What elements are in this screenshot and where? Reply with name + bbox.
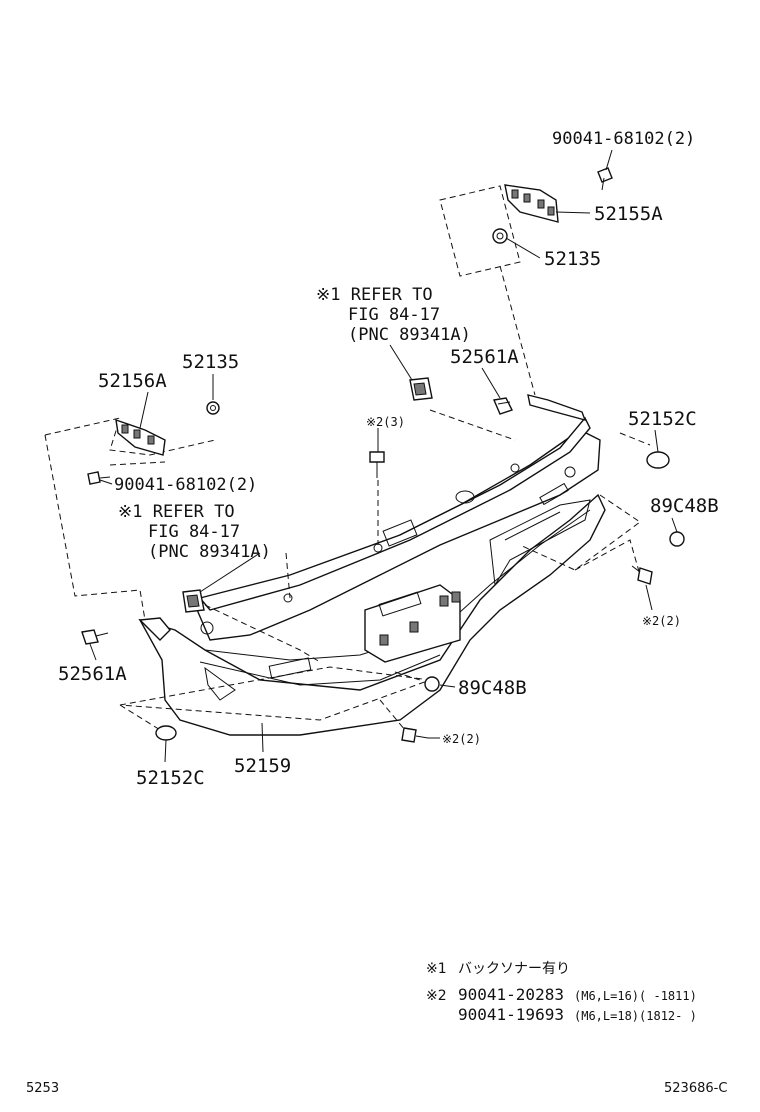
label-bracket-left: 52156A bbox=[98, 370, 167, 392]
label-ref-center-2: FIG 84-17 bbox=[348, 305, 440, 325]
footnotes: ※1 バックソナー有り ※2 90041-20283 (M6,L=16)( -1… bbox=[426, 961, 697, 1024]
label-bolt-top: 90041-68102(2) bbox=[552, 129, 695, 149]
nut-right-icon bbox=[492, 228, 508, 244]
label-cover: 52159 bbox=[234, 755, 291, 777]
label-nut-side-right: 89C48B bbox=[650, 495, 719, 517]
label-clip-right: 52561A bbox=[450, 346, 519, 368]
note2-pn1: 90041-20283 bbox=[458, 985, 564, 1004]
note2-spec1: (M6,L=16)( -1811) bbox=[574, 989, 697, 1003]
label-clip-left: 52561A bbox=[58, 663, 127, 685]
nut-left-icon bbox=[206, 401, 220, 415]
label-ref-left-1: ※1 REFER TO bbox=[118, 502, 235, 522]
label-nut-bottom: 89C48B bbox=[458, 677, 527, 699]
bumper-cover bbox=[138, 394, 606, 736]
bolt-top-icon bbox=[597, 167, 613, 191]
note1-mark: ※1 bbox=[426, 961, 447, 977]
screw-center-icon bbox=[369, 451, 385, 478]
note1-text: バックソナー有り bbox=[458, 961, 570, 977]
label-cap-left: 52152C bbox=[136, 767, 205, 789]
label-bracket-right: 52155A bbox=[594, 203, 663, 225]
clip-left-icon bbox=[81, 629, 109, 645]
figure-code: 523686-C bbox=[664, 1081, 727, 1096]
screw-side-right-icon bbox=[631, 565, 653, 585]
label-screw-center: ※2(3) bbox=[366, 415, 405, 429]
nut-side-right-icon bbox=[669, 531, 685, 547]
clip-right-icon bbox=[493, 397, 513, 415]
leader-lines bbox=[89, 149, 678, 763]
note2-pn2: 90041-19693 bbox=[458, 1005, 564, 1024]
label-bolt-left: 90041-68102(2) bbox=[114, 475, 257, 495]
sonar-mount-left-icon bbox=[182, 589, 205, 613]
label-screw-bottom: ※2(2) bbox=[442, 732, 481, 746]
label-screw-side-right: ※2(2) bbox=[642, 614, 681, 628]
note2-mark: ※2 bbox=[426, 988, 447, 1004]
bolt-left-icon bbox=[87, 471, 111, 485]
label-ref-left-2: FIG 84-17 bbox=[148, 522, 240, 542]
note2-spec2: (M6,L=18)(1812- ) bbox=[574, 1009, 697, 1023]
label-ref-center-3: (PNC 89341A) bbox=[348, 325, 471, 345]
dashed-guides bbox=[44, 185, 651, 734]
bracket-left-icon bbox=[115, 418, 166, 456]
label-ref-left-3: (PNC 89341A) bbox=[148, 542, 271, 562]
label-nut-right: 52135 bbox=[544, 248, 601, 270]
cap-left-icon bbox=[155, 725, 177, 741]
part-labels: 90041-68102(2) 52155A 52135 ※1 REFER TO … bbox=[58, 129, 719, 789]
sonar-mount-center-icon bbox=[409, 377, 433, 401]
screw-bottom-icon bbox=[401, 727, 429, 743]
label-ref-center-1: ※1 REFER TO bbox=[316, 285, 433, 305]
label-cap-right: 52152C bbox=[628, 408, 697, 430]
cap-right-icon bbox=[646, 451, 670, 469]
page-code: 5253 bbox=[26, 1081, 59, 1096]
label-nut-left: 52135 bbox=[182, 351, 239, 373]
bracket-right-icon bbox=[504, 184, 559, 223]
nut-bottom-icon bbox=[424, 676, 440, 692]
